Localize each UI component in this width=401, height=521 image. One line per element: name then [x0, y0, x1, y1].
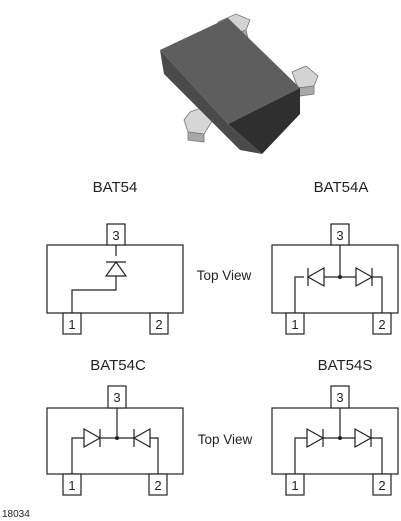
bat54a-pin-3-label: 3 — [336, 228, 343, 243]
bat54c-diode-left — [83, 427, 102, 449]
bat54-pin-1-label: 1 — [68, 317, 75, 332]
bat54s-diode-left — [306, 427, 325, 449]
diagram-bat54s: 3 1 2 — [271, 385, 399, 496]
diagram-bat54a: 3 1 2 — [271, 223, 399, 335]
bat54c-pin-1-label: 1 — [68, 478, 75, 493]
diagram-bat54c: 3 1 2 — [46, 385, 184, 496]
sot23-package-illustration — [160, 13, 319, 154]
bat54s-pin-3-label: 3 — [336, 390, 343, 405]
bat54-pin-2 — [149, 312, 169, 335]
package-body-side — [228, 88, 300, 154]
bat54a-pin-2-label: 2 — [378, 317, 385, 332]
package-body-top — [160, 18, 300, 124]
figure-number: 18034 — [2, 509, 30, 520]
bat54-pin-3-label: 3 — [112, 228, 119, 243]
bat54-pin-2-label: 2 — [155, 317, 162, 332]
title-bat54s: BAT54S — [318, 357, 373, 374]
bat54c-package-outline — [46, 407, 184, 475]
bat54a-package-outline — [271, 244, 399, 314]
bat54c-pin-2-label: 2 — [154, 478, 161, 493]
bat54s-package-outline — [271, 407, 399, 475]
title-bat54c: BAT54C — [90, 357, 146, 374]
bat54a-pin-1-label: 1 — [291, 317, 298, 332]
bat54c-pin-3-label: 3 — [113, 390, 120, 405]
bat54-package-outline — [46, 244, 184, 314]
diagram-bat54: 3 1 2 — [46, 223, 184, 335]
bat54s-pin-1-label: 1 — [291, 478, 298, 493]
top-view-label-upper: Top View — [197, 268, 252, 283]
title-bat54a: BAT54A — [314, 179, 369, 196]
title-bat54: BAT54 — [93, 179, 138, 196]
bat54a-diode-right — [355, 266, 374, 288]
bat54s-pin-2-label: 2 — [378, 478, 385, 493]
bat54s-diode-right — [354, 427, 373, 449]
top-view-label-lower: Top View — [198, 432, 253, 447]
